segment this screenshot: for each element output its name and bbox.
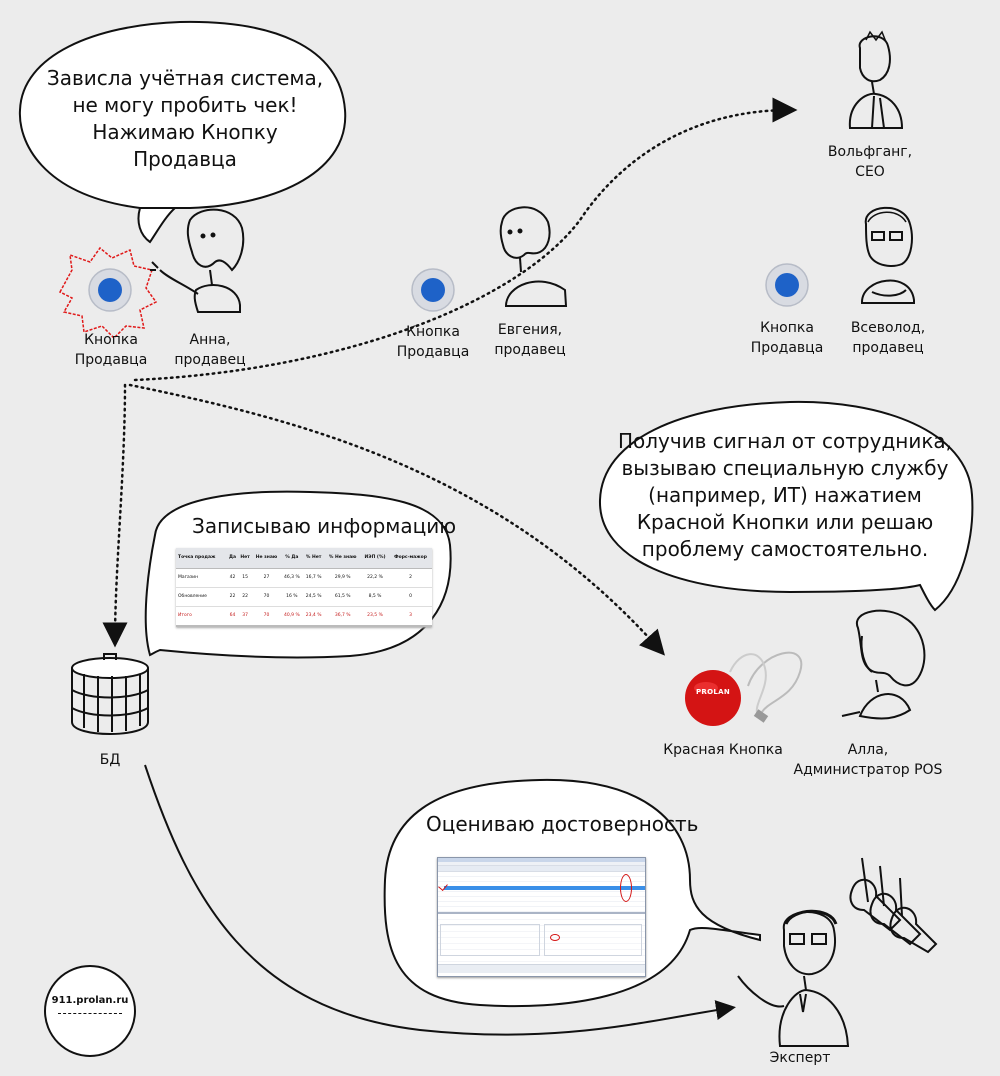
table-header: % Не знаю (324, 548, 361, 569)
table-header: Точка продаж (176, 548, 227, 569)
table-cell: 70 (252, 587, 281, 607)
alla-bubble-text: Получив сигнал от сотрудника, вызываю сп… (617, 429, 953, 561)
alla-figure (841, 609, 926, 720)
table-cell: 40,9 % (284, 613, 300, 619)
vsevolod-figure (861, 206, 915, 304)
table-cell: 36,7 % (334, 613, 351, 619)
red-button-label: Красная Кнопка (663, 742, 783, 758)
arrow-to-ceo (133, 97, 798, 382)
table-header: Форс-мажор (389, 548, 432, 569)
arrow-db-to-expert (144, 764, 736, 1036)
table-cell: 37 (242, 613, 248, 619)
table-cell: Итого (178, 613, 192, 619)
results-table: Точка продаж Да Нет Не знаю % Да % Нет %… (176, 548, 432, 627)
db-bubble-text: Записываю информацию (192, 514, 457, 538)
table-cell: Магазин (176, 568, 227, 588)
table-cell: 3 (409, 613, 413, 619)
software-window-thumbnail (437, 857, 646, 977)
db-barrel-icon (71, 653, 149, 735)
table-header: Да (226, 548, 239, 569)
alla-label: Алла, Администратор POS (793, 742, 943, 778)
table-header: % Нет (302, 548, 325, 569)
expert-bubble-text: Оцениваю достоверность (426, 812, 699, 836)
table-cell: 61,5 % (324, 587, 361, 607)
table-cell: 46,3 % (280, 568, 303, 588)
table-header-row: Точка продаж Да Нет Не знаю % Да % Нет %… (176, 548, 432, 569)
anna-bubble-text: Зависла учётная система, не могу пробить… (46, 66, 324, 171)
vsevolod-seller-button (765, 263, 809, 307)
vsevolod-label: Всеволод, продавец (850, 320, 926, 356)
site-underline (58, 1013, 122, 1014)
alla-speech-bubble (598, 400, 974, 612)
red-button-device (685, 651, 803, 726)
table-cell: 16 % (280, 587, 303, 607)
table-cell: 8,5 % (360, 587, 390, 607)
table-total-row: Итого 64 37 70 40,9 % 23,4 % 36,7 % 23,5… (176, 606, 432, 625)
table-cell: 22 (238, 587, 253, 607)
table-row: Магазин 42 15 27 46,3 % 16,7 % 29,9 % 22… (176, 568, 432, 588)
table-cell: 22,2 % (360, 568, 390, 588)
expert-label: Эксперт (769, 1050, 831, 1066)
spotlights-icon (849, 857, 938, 954)
table-header: ИЭП (%) (360, 548, 390, 569)
table-cell: 24,5 % (302, 587, 325, 607)
table-cell: 23,5 % (367, 613, 383, 619)
table-cell: 23,4 % (305, 613, 322, 619)
table-cell: 22 (226, 587, 239, 607)
anna-seller-button-label: Кнопка Продавца (74, 332, 148, 368)
table-row: Обновление 22 22 70 16 % 24,5 % 61,5 % 8… (176, 587, 432, 607)
table-cell: 2 (389, 568, 432, 588)
table-cell: 64 (229, 613, 236, 619)
wolfgang-figure (848, 30, 904, 129)
evgenia-figure (499, 206, 568, 307)
table-cell: 0 (389, 587, 432, 607)
table-cell: 27 (252, 568, 281, 588)
evgenia-seller-button-label: Кнопка Продавца (396, 324, 470, 360)
table-cell: 15 (238, 568, 253, 588)
table-cell: 42 (226, 568, 239, 588)
anna-speech-bubble (18, 20, 347, 244)
anna-label: Анна, продавец (174, 332, 246, 368)
evgenia-seller-button (411, 268, 455, 312)
table-cell: 16,7 % (302, 568, 325, 588)
site-url[interactable]: 911.prolan.ru (51, 995, 129, 1006)
anna-seller-button (58, 246, 158, 340)
anna-figure (150, 208, 245, 313)
vsevolod-seller-button-label: Кнопка Продавца (750, 320, 824, 356)
red-button-brand: PROLAN (695, 688, 730, 696)
db-label: БД (99, 752, 121, 768)
table-cell: Обновление (176, 587, 227, 607)
table-header: % Да (280, 548, 303, 569)
wolfgang-label: Вольфганг, CEO (827, 144, 913, 180)
evgenia-label: Евгения, продавец (494, 322, 566, 358)
table-cell: 70 (263, 613, 270, 619)
table-header: Нет (238, 548, 253, 569)
table-header: Не знаю (252, 548, 281, 569)
arrow-to-db (102, 383, 128, 648)
table-cell: 29,9 % (324, 568, 361, 588)
site-badge[interactable]: 911.prolan.ru (44, 965, 136, 1057)
expert-figure (737, 909, 850, 1047)
